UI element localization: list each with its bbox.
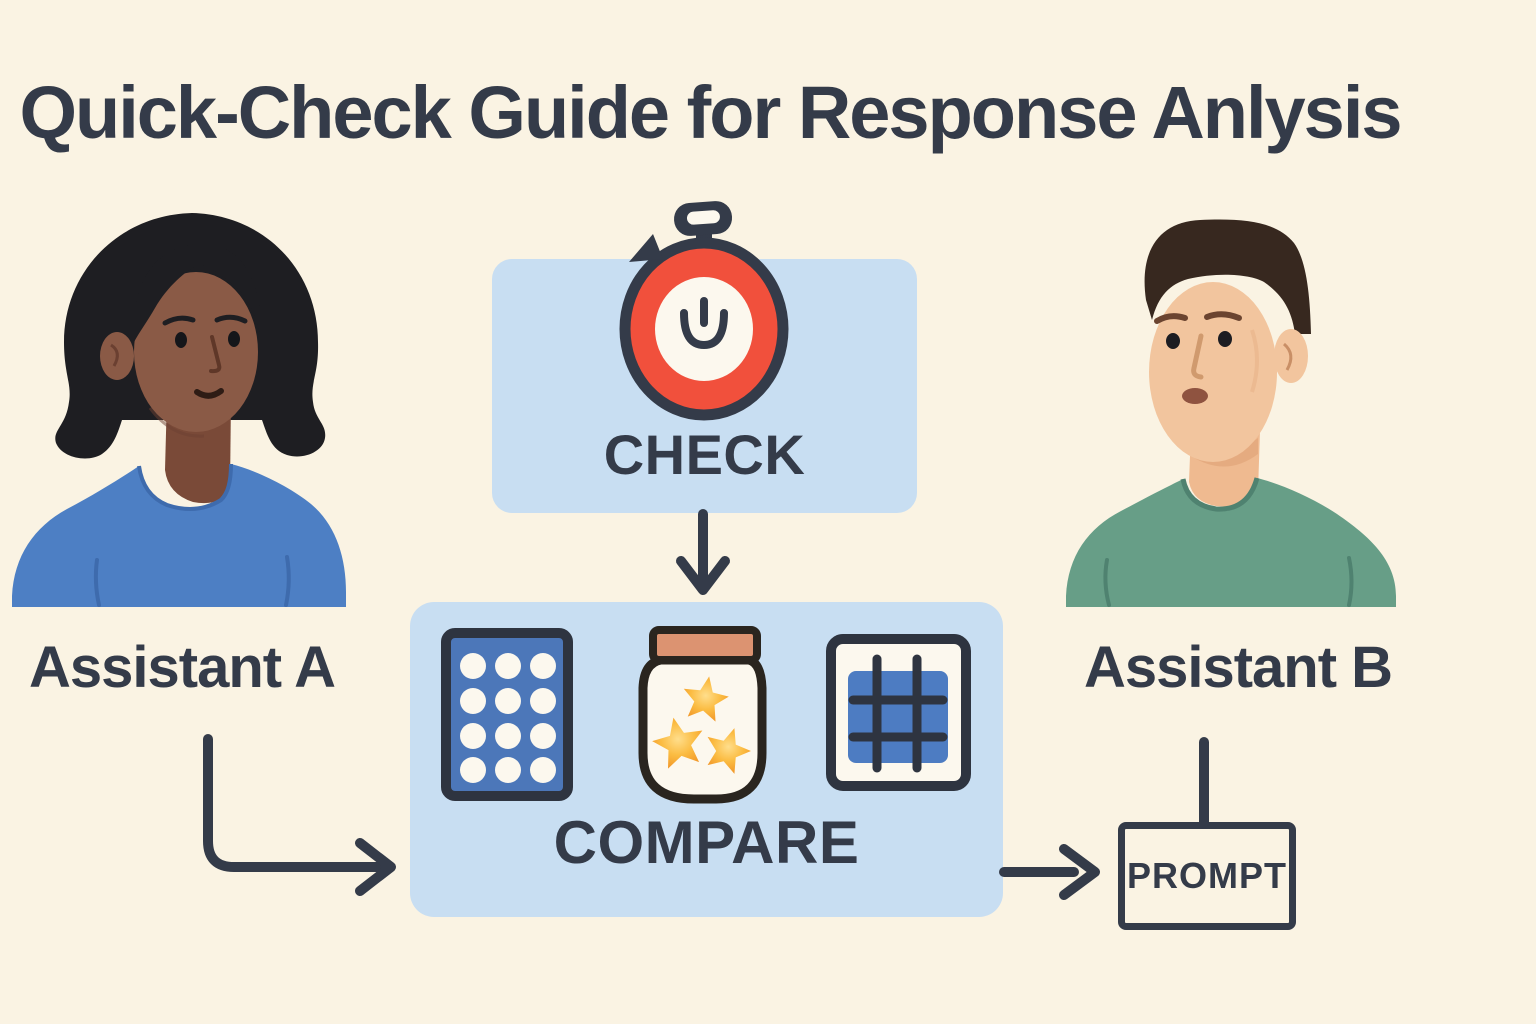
assistant-b-illustration (1066, 219, 1396, 607)
arrow-compare-to-prompt (999, 844, 1100, 900)
page-title: Quick-Check Guide for Response Anlysis (19, 71, 1402, 154)
assistant-b-mouth (1182, 388, 1208, 404)
assistant-a-nose (209, 335, 222, 374)
compare-step-label: COMPARE (553, 809, 860, 876)
check-step-label: CHECK (603, 423, 806, 486)
assistant-b-label: Assistant B (1083, 635, 1393, 700)
assistant-a-ear (100, 332, 134, 380)
assistant-b-eye-right (1218, 331, 1232, 347)
assistant-b-eyebrow-right (1204, 311, 1242, 321)
arrowhead-icon (1059, 844, 1100, 900)
assistant-b-eyebrow-left (1154, 313, 1188, 324)
assistant-a-eyebrow-right (214, 314, 248, 324)
assistant-a-neck (165, 396, 231, 504)
assistant-b-face (1149, 282, 1277, 462)
assistant-b-shirt (1066, 478, 1396, 607)
assistant-a-eye-left (175, 332, 187, 348)
assistant-a-sleeve-crease-left (93, 558, 101, 607)
assistant-a-face (134, 272, 258, 432)
assistant-a-ear-line (110, 343, 119, 367)
arrowhead-icon (355, 838, 396, 896)
assistant-a-mouth (194, 388, 224, 399)
check-step-box: CHECK (492, 259, 917, 513)
assistant-b-neck (1189, 430, 1260, 507)
assistant-a-collar (137, 463, 233, 511)
assistant-a-label: Assistant A (29, 635, 336, 700)
assistant-b-eye-left (1166, 333, 1180, 349)
stopwatch-sweep-arrowhead (629, 234, 663, 262)
assistant-a-eye-right (228, 331, 240, 347)
assistant-b-sleeve-crease-left (1103, 558, 1111, 607)
assistant-a-sleeve-crease-right (284, 555, 291, 607)
assistant-a-eyebrow-left (162, 315, 196, 326)
assistant-a-jaw-shadow (148, 407, 205, 438)
assistant-a-hair-back (55, 213, 326, 459)
arrowhead-icon (676, 556, 730, 595)
assistant-b-cheek-shadow (1250, 329, 1259, 393)
assistant-a-bangs (133, 243, 263, 342)
assistant-b-neck-shadow (1191, 438, 1258, 467)
prompt-box: PROMPT (1118, 822, 1296, 930)
assistant-b-sleeve-crease-right (1347, 556, 1354, 607)
prompt-label: PROMPT (1126, 855, 1287, 896)
arrow-check-to-compare (676, 509, 730, 595)
compare-step-box: COMPARE (410, 602, 1003, 917)
assistant-b-ear (1274, 329, 1308, 383)
assistant-a-illustration (12, 213, 346, 607)
assistant-b-hair (1144, 219, 1311, 334)
assistant-b-ear-line (1282, 342, 1293, 371)
assistant-b-nose (1191, 333, 1204, 380)
assistant-b-collar (1180, 477, 1260, 512)
arrow-assistant-a-to-compare (203, 734, 396, 896)
assistant-a-shirt (12, 464, 346, 607)
